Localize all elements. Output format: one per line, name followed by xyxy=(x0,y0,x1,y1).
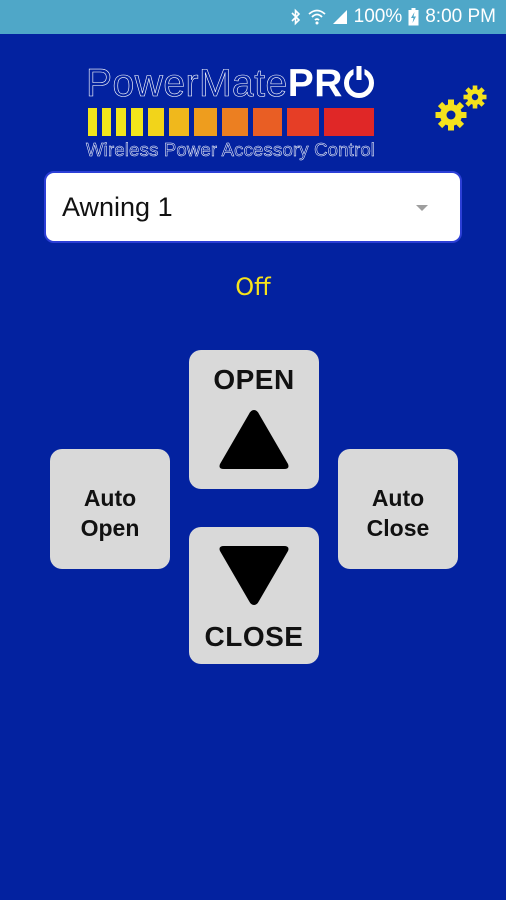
level-bar xyxy=(102,108,111,136)
auto-close-label-line1: Auto xyxy=(371,485,425,511)
auto-open-label-line2: Open xyxy=(80,515,140,541)
level-bar xyxy=(148,108,164,136)
level-bar xyxy=(324,108,374,136)
level-bar xyxy=(222,108,248,136)
logo-title-pro: PR xyxy=(287,62,343,105)
battery-icon xyxy=(408,8,419,26)
bluetooth-icon xyxy=(290,8,302,26)
dropdown-caret-icon xyxy=(416,205,428,211)
status-bar: 100% 8:00 PM xyxy=(0,0,506,34)
wifi-icon xyxy=(308,8,326,26)
level-bar xyxy=(88,108,97,136)
status-bar-right: 100% 8:00 PM xyxy=(290,0,496,34)
auto-close-label-line2: Close xyxy=(366,515,430,541)
battery-percent: 100% xyxy=(353,6,403,27)
auto-open-label-line1: Auto xyxy=(83,485,137,511)
device-state-text: Off xyxy=(235,273,271,301)
power-icon xyxy=(343,68,374,98)
level-bar xyxy=(169,108,189,136)
level-bar xyxy=(116,108,126,136)
level-bars xyxy=(88,108,374,136)
settings-gear-icon[interactable] xyxy=(434,82,490,134)
device-select-value: Awning 1 xyxy=(62,191,173,222)
open-button-label: OPEN xyxy=(213,364,295,395)
signal-icon xyxy=(332,9,348,25)
arrow-up-icon xyxy=(219,410,289,469)
level-bar xyxy=(253,108,282,136)
open-button[interactable]: OPEN xyxy=(189,350,319,489)
logo-title-plain: PowerMate xyxy=(86,62,288,106)
close-button[interactable]: CLOSE xyxy=(189,527,319,664)
level-bar xyxy=(194,108,217,136)
auto-close-label: Auto Close xyxy=(338,483,458,543)
level-bar xyxy=(287,108,319,136)
device-select-dropdown[interactable]: Awning 1 xyxy=(44,171,462,243)
close-button-label: CLOSE xyxy=(204,621,304,652)
powermate-pro-logo: PowerMatePR Wireless Power Accessory Con… xyxy=(86,60,426,164)
auto-close-button[interactable]: Auto Close xyxy=(338,449,458,569)
clock: 8:00 PM xyxy=(425,6,496,27)
logo-subtitle: Wireless Power Accessory Control xyxy=(86,139,376,161)
level-bar xyxy=(131,108,143,136)
arrow-down-icon xyxy=(219,546,289,605)
logo-title: PowerMatePR xyxy=(86,60,374,108)
auto-open-label: Auto Open xyxy=(50,483,170,543)
auto-open-button[interactable]: Auto Open xyxy=(50,449,170,569)
